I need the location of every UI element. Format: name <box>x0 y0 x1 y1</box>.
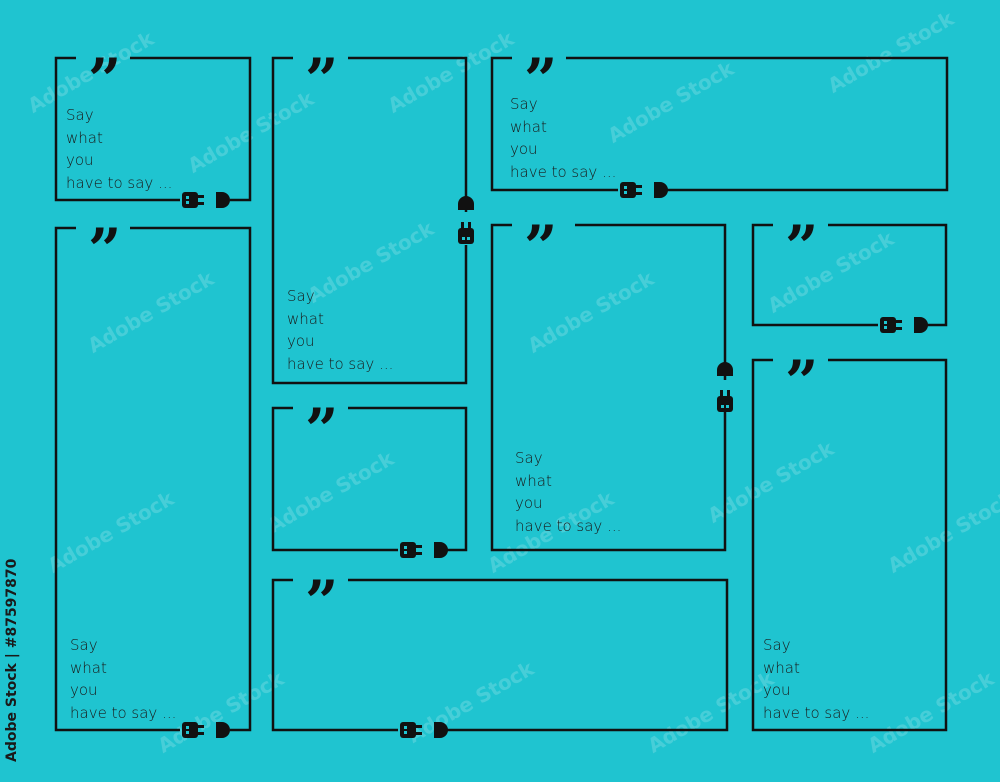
quote-line: what <box>66 128 103 147</box>
quote-line: what <box>763 658 800 677</box>
power-socket-icon <box>216 722 230 738</box>
frame-1 <box>54 56 252 202</box>
quote-line: what <box>287 309 324 328</box>
frame-6 <box>490 56 949 192</box>
quote-line: have to say ... <box>763 703 870 722</box>
quote-icon <box>785 348 819 416</box>
quote-icon <box>785 213 819 281</box>
frame-5 <box>271 578 729 732</box>
quote-line: have to say ... <box>70 703 177 722</box>
quote-line: Say <box>515 449 543 467</box>
power-plug-icon <box>458 222 474 244</box>
quote-text-3: Say what you have to say ... <box>287 285 393 375</box>
frame-8 <box>751 223 948 327</box>
quote-line: what <box>70 658 107 677</box>
quote-marks <box>88 46 819 636</box>
frame-4 <box>271 406 468 552</box>
power-plug-icon <box>717 390 733 412</box>
power-socket-icon <box>434 542 448 558</box>
quote-text-2: Say what you have to say ... <box>70 634 176 724</box>
power-plug-icon <box>182 722 204 738</box>
quote-line: you <box>287 332 315 350</box>
frame-2 <box>54 226 252 732</box>
quote-line: Say <box>70 636 98 654</box>
quote-line: have to say ... <box>510 162 617 181</box>
power-plug-icon <box>400 542 422 558</box>
power-socket-icon <box>216 192 230 208</box>
quote-line: Say <box>287 287 315 305</box>
quote-icon <box>305 568 339 636</box>
frame-9 <box>751 358 948 732</box>
quote-line: what <box>515 471 552 490</box>
frame-outlines <box>54 56 949 732</box>
quote-text-9: Say what you have to say ... <box>763 634 869 724</box>
power-plug-icon <box>620 182 642 198</box>
power-socket-icon <box>914 317 928 333</box>
quote-text-7: Say what you have to say ... <box>515 447 621 537</box>
power-plug-icon <box>182 192 204 208</box>
power-socket-icon <box>654 182 668 198</box>
quote-line: what <box>510 117 547 136</box>
quote-text-6: Say what you have to say ... <box>510 93 616 183</box>
quote-icon <box>88 216 122 284</box>
quote-line: have to say ... <box>515 516 622 535</box>
quote-icon <box>305 46 339 114</box>
quote-line: you <box>510 140 538 158</box>
frame-3 <box>271 56 468 385</box>
power-socket-icon <box>458 196 474 210</box>
quote-line: Say <box>763 636 791 654</box>
quote-line: you <box>66 151 94 169</box>
quote-text-1: Say what you have to say ... <box>66 104 172 194</box>
power-socket-icon <box>434 722 448 738</box>
quote-line: you <box>70 681 98 699</box>
quote-line: you <box>515 494 543 512</box>
power-plug-icon <box>880 317 902 333</box>
quote-line: you <box>763 681 791 699</box>
stock-credit: Adobe Stock | #87597870 <box>4 558 20 762</box>
power-plug-icon <box>400 722 422 738</box>
quote-line: Say <box>66 106 94 124</box>
quote-icon <box>305 396 339 464</box>
frame-7 <box>490 223 727 552</box>
quote-line: have to say ... <box>287 354 394 373</box>
quote-line: have to say ... <box>66 173 173 192</box>
quote-icon <box>524 213 558 281</box>
quote-line: Say <box>510 95 538 113</box>
power-socket-icon <box>717 362 733 376</box>
